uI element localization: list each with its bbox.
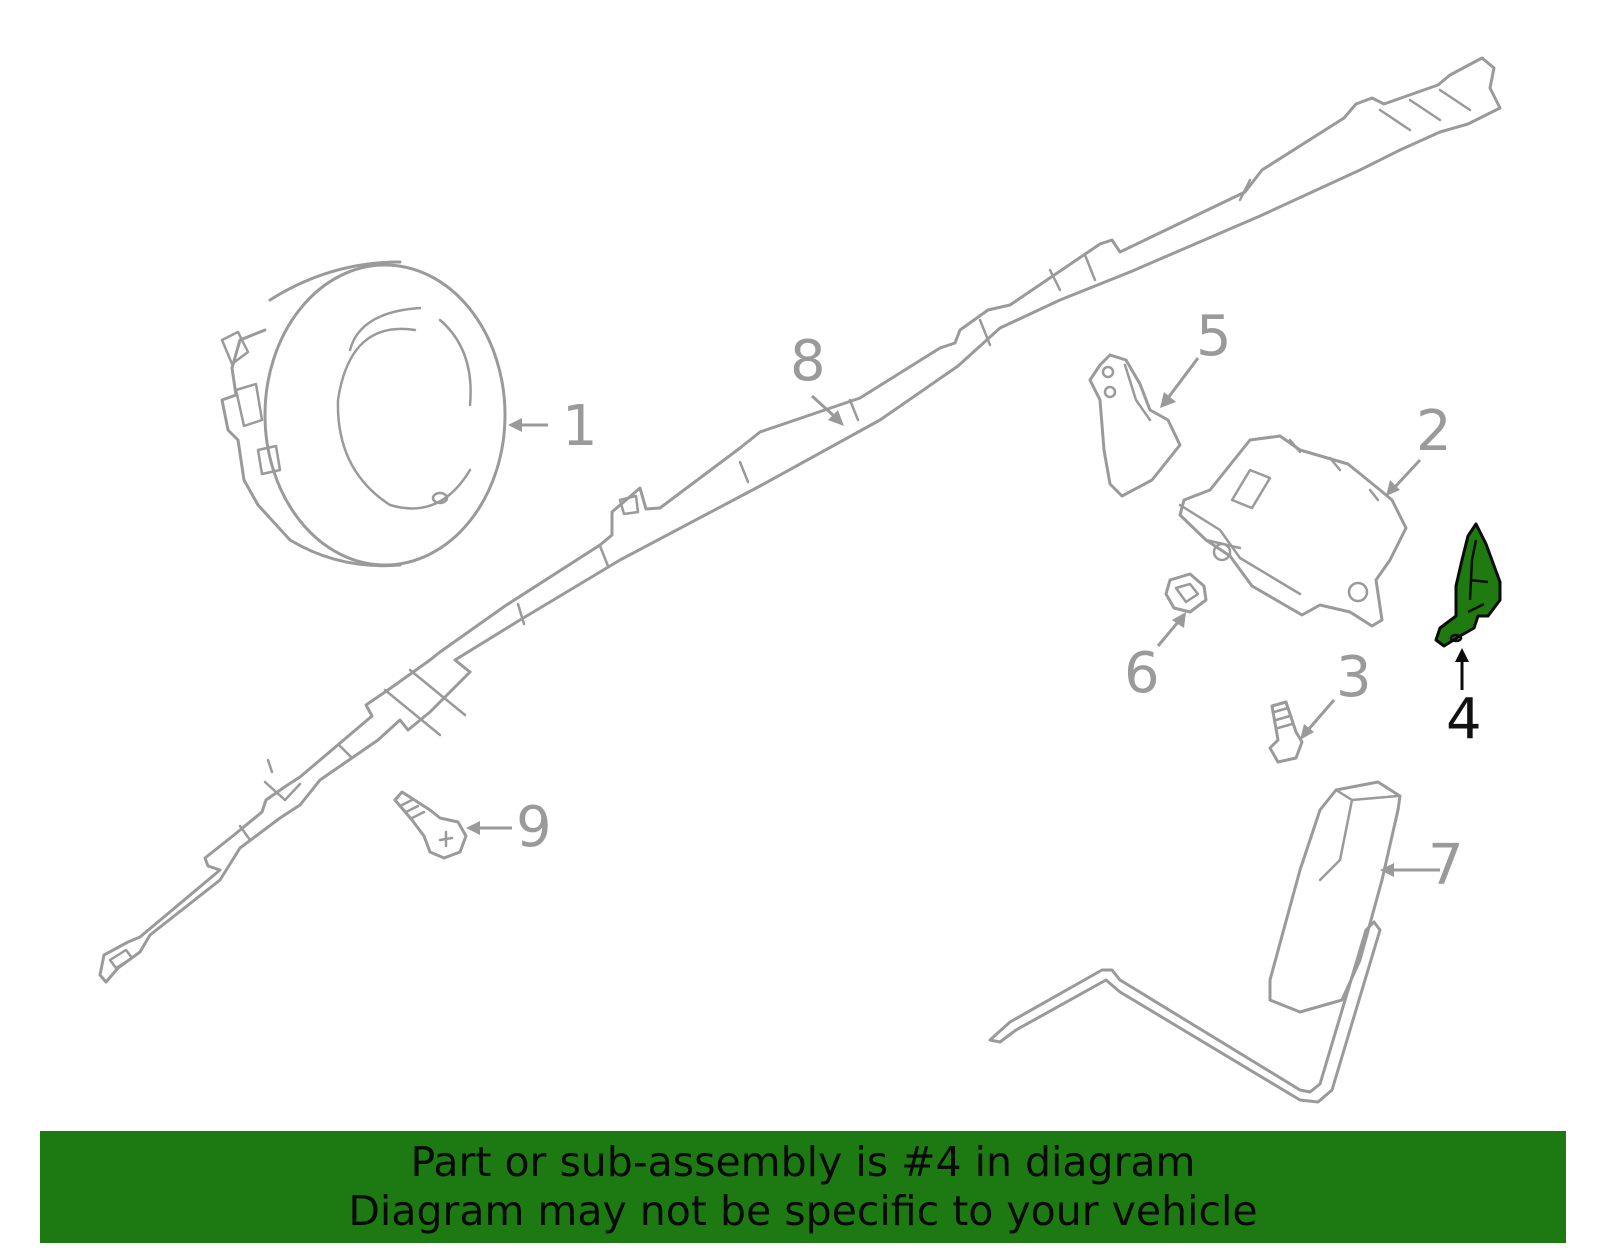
leader-3-arrow [1300, 724, 1314, 740]
callout-4: 4 [1446, 687, 1482, 752]
leader-6 [1156, 621, 1180, 647]
leader-2 [1392, 458, 1422, 490]
banner-line-1: Part or sub-assembly is #4 in diagram [410, 1138, 1196, 1186]
callout-9: 9 [516, 795, 552, 860]
info-banner: Part or sub-assembly is #4 in diagram Di… [40, 1131, 1566, 1243]
part-2-passenger-airbag [1178, 434, 1408, 628]
part-3-bolt [1268, 700, 1304, 764]
leader-4-arrow [1455, 648, 1469, 662]
part-8-curtain-airbag [98, 56, 1502, 984]
part-4-highlighted-bracket [1434, 522, 1502, 648]
callout-2: 2 [1416, 399, 1452, 464]
leader-8-arrow [828, 410, 844, 426]
leader-5-arrow [1160, 392, 1176, 408]
banner-line-2: Diagram may not be specific to your vehi… [348, 1187, 1258, 1235]
part-9-screw [393, 790, 468, 860]
part-7-knee-airbag [988, 780, 1402, 1104]
leader-5 [1166, 357, 1200, 399]
leader-6-arrow [1172, 612, 1186, 628]
leader-2-arrow [1386, 480, 1400, 496]
callout-5: 5 [1196, 304, 1232, 369]
part-6-clip-nut [1164, 572, 1208, 614]
part-1-driver-airbag [220, 260, 507, 568]
callout-7: 7 [1428, 833, 1464, 898]
leader-8 [810, 394, 836, 418]
callout-6: 6 [1124, 641, 1160, 706]
callout-8: 8 [790, 329, 826, 394]
leader-1-arrow [508, 418, 522, 432]
leader-9-arrow [466, 821, 480, 835]
leader-3 [1306, 699, 1336, 731]
callout-3: 3 [1336, 645, 1372, 710]
part-5-bracket [1088, 353, 1182, 498]
callout-1: 1 [562, 394, 598, 459]
leader-7-arrow [1380, 863, 1394, 877]
